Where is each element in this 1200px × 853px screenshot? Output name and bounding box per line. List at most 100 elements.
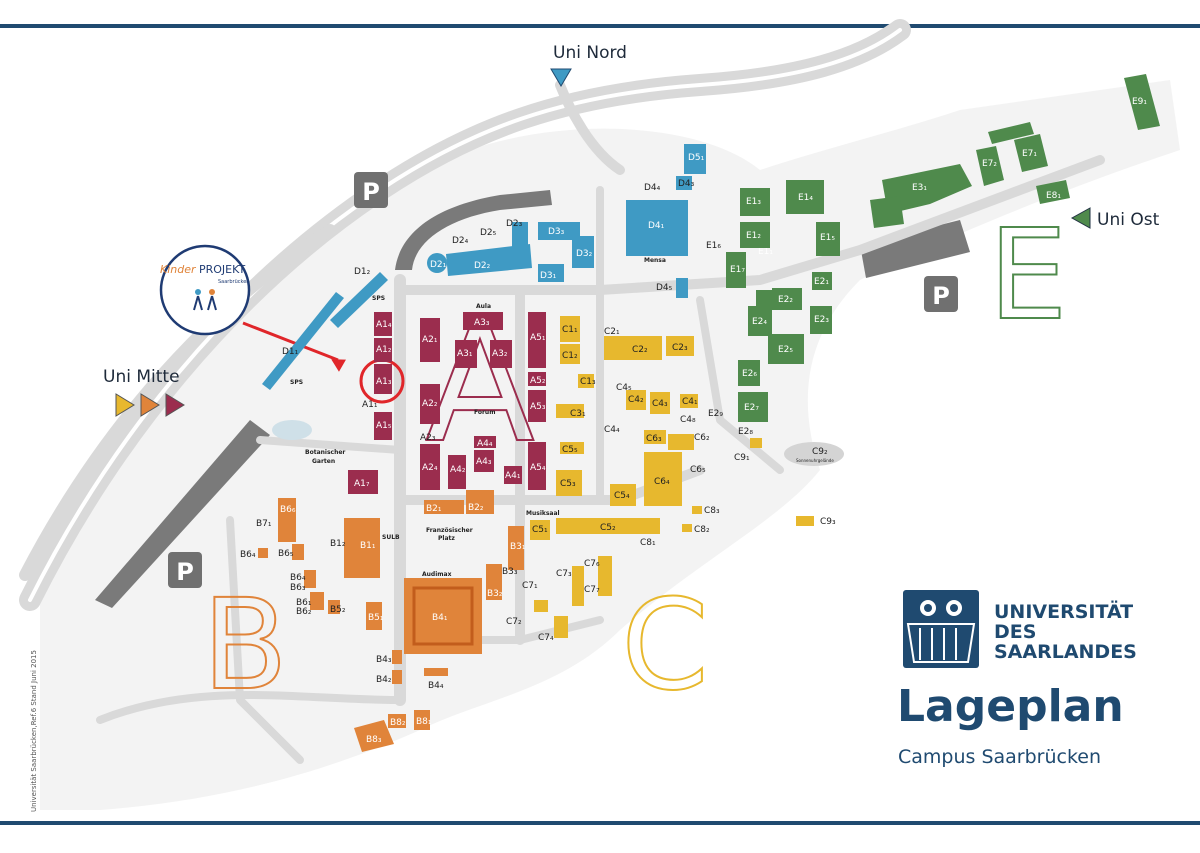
building-e2-8[interactable]: E2₈ — [738, 427, 753, 437]
building-a3-3[interactable] — [463, 312, 503, 330]
building-d4-4[interactable]: D4₄ — [644, 183, 661, 193]
building-b6-4[interactable] — [304, 570, 316, 588]
building-c6-2[interactable]: C6₂ — [694, 433, 710, 443]
building-c1-1[interactable] — [560, 316, 580, 342]
building-c6-1[interactable] — [668, 434, 694, 450]
building-a1-4[interactable] — [374, 312, 392, 336]
building-a1-3[interactable] — [374, 364, 392, 394]
building-c5-1[interactable] — [530, 520, 550, 540]
building-d1-1[interactable] — [262, 292, 344, 390]
building-c4-8[interactable]: C4₈ — [680, 415, 696, 425]
building-a4-1[interactable] — [504, 466, 522, 484]
building-b4-1[interactable] — [404, 578, 482, 654]
uni-logo[interactable]: UNIVERSITÄT DES SAARLANDES — [903, 590, 1137, 668]
building-d4-5[interactable] — [676, 278, 688, 298]
building-e1-1[interactable] — [756, 290, 774, 310]
building-d2-4[interactable]: D2₄ — [452, 236, 469, 246]
building-e1-7[interactable] — [726, 252, 746, 288]
building-a3-2[interactable] — [490, 340, 512, 368]
building-c5-5[interactable] — [560, 442, 584, 454]
building-a1-7[interactable] — [348, 470, 378, 494]
building-d2-3[interactable]: D2₃ — [506, 219, 523, 229]
building-e9-1[interactable] — [1124, 74, 1160, 130]
building-c9-2[interactable] — [784, 442, 844, 466]
building-e1-5[interactable] — [816, 222, 840, 256]
building-c2-3[interactable] — [666, 336, 694, 356]
building-b6-3[interactable]: B6₃ — [290, 583, 306, 593]
building-c9-1[interactable] — [750, 438, 762, 448]
building-a3-1[interactable] — [455, 340, 477, 368]
building-c7-4[interactable] — [554, 616, 568, 638]
building-c5-3[interactable] — [556, 470, 582, 496]
building-a5-3[interactable] — [528, 390, 546, 422]
building-e2-3[interactable] — [810, 306, 832, 334]
building-d3-1[interactable] — [538, 264, 564, 282]
building-c5-2[interactable] — [556, 518, 660, 534]
building-b1-1[interactable] — [344, 518, 380, 578]
building-b5-2[interactable] — [328, 600, 340, 614]
building-e1-2[interactable] — [740, 222, 770, 248]
building-c7-2[interactable]: C7₂ — [506, 617, 522, 627]
building-a2-3[interactable]: A2₃ — [420, 433, 436, 443]
building-c5-4[interactable] — [610, 484, 636, 506]
building-e7-2[interactable] — [976, 146, 1004, 186]
building-e2-1[interactable] — [812, 272, 832, 290]
building-d5-1[interactable] — [684, 144, 706, 174]
building-a5-1[interactable] — [528, 312, 546, 368]
building-e1-4[interactable] — [786, 180, 824, 214]
building-b4-3[interactable] — [392, 650, 402, 664]
building-a2-1[interactable] — [420, 318, 440, 362]
building-c9-3[interactable] — [796, 516, 814, 526]
building-b6-5[interactable]: B6₄ — [240, 550, 256, 560]
building-b6-6[interactable] — [292, 544, 304, 560]
building-e1-6[interactable]: E1₆ — [706, 241, 721, 251]
building-b4-2[interactable] — [392, 670, 402, 684]
gate-uni-ost[interactable]: Uni Ost — [1070, 207, 1160, 230]
building-c6-4[interactable] — [644, 452, 682, 506]
building-c2-2[interactable] — [604, 336, 662, 360]
building-c8-3[interactable] — [692, 506, 702, 514]
building-b3-1[interactable] — [508, 526, 524, 570]
building-e3-1[interactable] — [882, 164, 972, 214]
building-c8-1[interactable]: C8₁ — [640, 538, 656, 548]
building-b8-1[interactable] — [414, 710, 430, 730]
gate-uni-mitte[interactable]: Uni Mitte — [103, 367, 185, 417]
kinderprojekt-logo[interactable]: Kinder PROJEKT Saarbrücken — [159, 244, 251, 336]
building-c6-5[interactable]: C6₅ — [690, 465, 706, 475]
building-e2-5[interactable] — [768, 334, 804, 364]
building-d3-2[interactable] — [572, 236, 594, 268]
building-b2-1[interactable] — [424, 500, 464, 514]
building-a5-4[interactable] — [528, 442, 546, 490]
gate-uni-nord[interactable]: Uni Nord — [550, 43, 627, 87]
building-a5-2[interactable] — [528, 372, 546, 386]
building-d2-2[interactable] — [446, 244, 532, 276]
building-e2-4[interactable] — [748, 306, 772, 336]
building-c4-3[interactable] — [650, 392, 670, 414]
building-c7-1[interactable] — [534, 600, 548, 612]
building-b6-2[interactable]: B6₂ — [296, 607, 312, 617]
building-c2-1[interactable]: C2₁ — [604, 327, 620, 337]
building-a4-4[interactable] — [474, 436, 496, 448]
building-b3-3[interactable]: B3₃ — [502, 567, 518, 577]
building-c4-4[interactable]: C4₄ — [604, 425, 620, 435]
building-c8-2[interactable] — [682, 524, 692, 532]
building-c1-2[interactable] — [560, 344, 580, 364]
building-d4-3[interactable] — [676, 176, 692, 190]
building-b7-2[interactable]: B7₁ — [256, 519, 272, 529]
building-e2-7[interactable] — [738, 392, 768, 422]
building-a4-2[interactable] — [448, 455, 466, 489]
building-a1-5[interactable] — [374, 412, 392, 440]
building-b1-2[interactable]: B1₂ — [330, 539, 346, 549]
building-a1-1[interactable]: A1₁ — [362, 400, 378, 410]
building-c6-3[interactable] — [644, 430, 666, 444]
building-a1-2[interactable] — [374, 338, 392, 362]
building-e2-9[interactable]: E2₉ — [708, 409, 723, 419]
building-b5-1[interactable] — [366, 602, 382, 630]
building-c1-3[interactable] — [578, 374, 594, 388]
building-b4-4[interactable] — [424, 668, 448, 676]
building-c7-6[interactable] — [598, 556, 612, 596]
building-a2-2[interactable] — [420, 384, 440, 424]
building-e7-1[interactable] — [1014, 134, 1048, 172]
building-e1-3[interactable] — [740, 188, 770, 216]
